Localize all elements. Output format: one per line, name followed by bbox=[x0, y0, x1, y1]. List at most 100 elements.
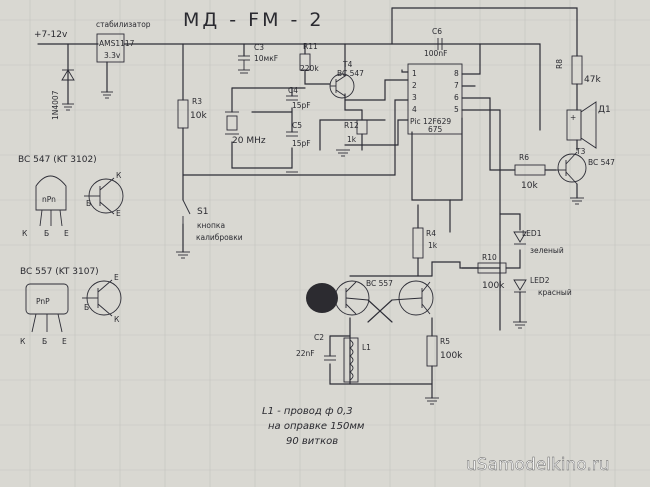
resistor-r6 bbox=[514, 164, 546, 176]
resistor-r10 bbox=[477, 262, 507, 274]
coil-l1 bbox=[343, 337, 359, 383]
mcu-pin-5: 5 bbox=[454, 105, 459, 114]
r5-value: 100k bbox=[440, 351, 463, 361]
s1-caption-1: кнопка bbox=[197, 221, 225, 230]
mcu-pin-7: 7 bbox=[454, 81, 459, 90]
mcu-name: Pic 12F629 bbox=[410, 117, 451, 126]
watermark: uSamodelkino.ru bbox=[466, 455, 610, 475]
transistor-t4 bbox=[329, 73, 355, 99]
led2-red bbox=[513, 279, 527, 293]
legend-pnp-body: PnP bbox=[36, 297, 50, 306]
r10-value: 100k bbox=[482, 281, 505, 291]
led2-color: красный bbox=[538, 288, 572, 297]
stabilizer-part: AMS1117 bbox=[99, 39, 135, 48]
mcu-pin-1: 1 bbox=[412, 69, 417, 78]
r6-value: 10k bbox=[521, 181, 538, 191]
legend-npn-pin-1: К bbox=[22, 229, 28, 238]
c3-value: 10мкF bbox=[254, 54, 278, 63]
r12-value: 1k bbox=[347, 135, 357, 144]
r11-name: R11 bbox=[303, 42, 318, 51]
coil-note-line-1: L1 - провод ф 0,3 bbox=[262, 406, 353, 417]
led1-name: LED1 bbox=[522, 229, 542, 238]
transistor-bc557-left bbox=[334, 280, 370, 316]
r4-name: R4 bbox=[426, 229, 436, 238]
legend-pnp-pin-3: Е bbox=[62, 337, 67, 346]
c2-name: C2 bbox=[314, 333, 324, 342]
ground-symbol-r5 bbox=[425, 397, 439, 405]
led1-color: зеленый bbox=[530, 246, 564, 255]
mcu-pin-2: 2 bbox=[412, 81, 417, 90]
capacitor-c3 bbox=[238, 55, 250, 74]
ground-symbol-diode bbox=[62, 103, 74, 111]
t3-type: BC 547 bbox=[588, 158, 615, 167]
legend-pnp-header: BC 557 (KT 3107) bbox=[20, 267, 99, 277]
resistor-r3 bbox=[177, 99, 189, 129]
legend-npn-body: nPn bbox=[42, 195, 56, 204]
r4-value: 1k bbox=[428, 241, 438, 250]
c6-value: 100nF bbox=[424, 49, 447, 58]
mcu-pin-3: 3 bbox=[412, 93, 417, 102]
stabilizer-box bbox=[96, 33, 125, 63]
led1-green bbox=[513, 231, 527, 245]
c5-value: 15pF bbox=[292, 139, 311, 148]
legend-pnp-side-b: Б bbox=[84, 303, 89, 312]
legend-pnp-pin-2: Б bbox=[42, 337, 47, 346]
r12-name: R12 bbox=[344, 121, 359, 130]
r5-name: R5 bbox=[440, 337, 450, 346]
r8-name: R8 bbox=[555, 59, 564, 69]
resistor-r5 bbox=[426, 335, 438, 367]
r3-name: R3 bbox=[192, 97, 202, 106]
ground-symbol-s1 bbox=[176, 251, 190, 259]
capacitor-c5 bbox=[286, 131, 298, 137]
transistor-bc557-right bbox=[391, 280, 434, 316]
diode-1n4007 bbox=[61, 69, 75, 81]
resistor-r11 bbox=[299, 53, 311, 71]
resistor-r4 bbox=[412, 227, 424, 259]
speaker-d1: + bbox=[566, 101, 597, 149]
schematic-title: МД - FM - 2 bbox=[183, 9, 325, 31]
diode-part-label: 1N4007 bbox=[51, 90, 60, 120]
transistor-t3 bbox=[556, 151, 587, 185]
switch-s1 bbox=[182, 199, 191, 224]
stabilizer-caption: стабилизатор bbox=[96, 20, 151, 29]
svg-text:+: + bbox=[570, 113, 576, 122]
legend-pnp-side-e: Е bbox=[114, 273, 119, 282]
c3-name: C3 bbox=[254, 43, 264, 52]
legend-pnp-side-k: К bbox=[114, 315, 120, 324]
coil-note-line-2: на оправке 150мм bbox=[268, 421, 365, 432]
l1-name: L1 bbox=[362, 343, 371, 352]
c6-name: C6 bbox=[432, 27, 442, 36]
ground-symbol-stabilizer bbox=[101, 91, 113, 99]
ink-blot bbox=[306, 283, 338, 313]
c2-value: 22nF bbox=[296, 349, 315, 358]
capacitor-c4 bbox=[286, 95, 298, 101]
ground-symbol-t3 bbox=[570, 197, 584, 205]
supply-voltage-label: +7-12v bbox=[34, 30, 68, 40]
legend-npn-symbol bbox=[84, 177, 124, 215]
resistor-r8 bbox=[571, 55, 583, 85]
capacitor-c6 bbox=[437, 38, 443, 50]
legend-npn-side-b: Б bbox=[86, 199, 91, 208]
legend-npn-side-e: Е bbox=[116, 209, 121, 218]
legend-pnp-pin-1: К bbox=[20, 337, 26, 346]
legend-npn-header: BC 547 (KT 3102) bbox=[18, 155, 97, 165]
speaker-name: Д1 bbox=[598, 105, 611, 115]
capacitor-c2 bbox=[324, 355, 336, 361]
mcu-pin-6: 6 bbox=[454, 93, 459, 102]
c5-name: C5 bbox=[292, 121, 302, 130]
stabilizer-voltage: 3.3v bbox=[104, 51, 121, 60]
crystal-20mhz bbox=[225, 111, 239, 135]
mcu-pin-8: 8 bbox=[454, 69, 459, 78]
legend-npn-side-k: К bbox=[116, 171, 122, 180]
r6-name: R6 bbox=[519, 153, 529, 162]
led2-name: LED2 bbox=[530, 276, 550, 285]
legend-pnp-symbol bbox=[82, 279, 122, 317]
transistor-pair-type: BC 557 bbox=[366, 279, 393, 288]
s1-caption-2: калибровки bbox=[196, 233, 243, 242]
t4-type: BC 547 bbox=[337, 69, 364, 78]
mcu-pin-4: 4 bbox=[412, 105, 417, 114]
legend-npn-package bbox=[35, 175, 67, 227]
ground-symbol-r12 bbox=[336, 149, 350, 157]
